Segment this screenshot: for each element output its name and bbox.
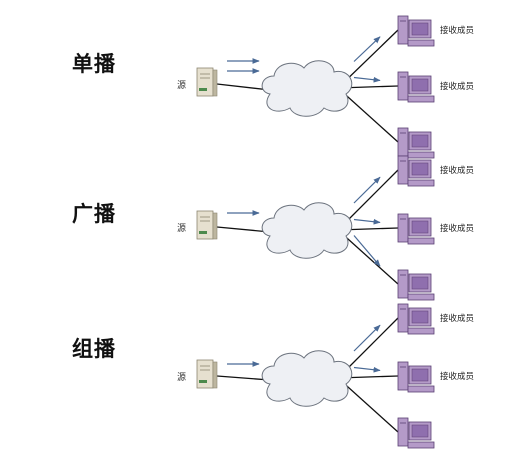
server-icon	[196, 210, 218, 240]
desktop-computer-icon	[397, 155, 435, 187]
source-link	[216, 83, 271, 91]
receiver-link	[337, 377, 399, 433]
receiver-label: 接收成员	[440, 82, 475, 92]
network-cloud-icon	[261, 350, 353, 407]
receiver-label: 接收成员	[440, 166, 475, 176]
source-label: 源	[177, 373, 187, 383]
flow-arrow-icon	[353, 76, 381, 83]
desktop-computer-icon	[397, 303, 435, 335]
receiver-label: 接收成员	[440, 26, 475, 36]
server-icon	[196, 67, 218, 97]
flow-arrow-icon	[353, 235, 381, 267]
mode-title: 广播	[72, 202, 116, 226]
desktop-computer-icon	[397, 361, 435, 393]
source-label: 源	[177, 81, 187, 91]
flow-arrow-icon	[353, 324, 381, 352]
server-icon	[196, 359, 218, 389]
source-label: 源	[177, 224, 187, 234]
network-cloud-icon	[261, 60, 353, 117]
flow-arrow-icon	[353, 36, 381, 62]
flow-arrow-icon	[353, 176, 381, 204]
desktop-computer-icon	[397, 417, 435, 449]
network-cloud-icon	[261, 202, 353, 259]
desktop-computer-icon	[397, 71, 435, 103]
desktop-computer-icon	[397, 127, 435, 159]
receiver-label: 接收成员	[440, 314, 475, 324]
flow-arrow-icon	[353, 218, 381, 225]
receiver-label: 接收成员	[440, 372, 475, 382]
desktop-computer-icon	[397, 213, 435, 245]
receiver-link	[337, 87, 399, 143]
mode-title: 组播	[72, 337, 116, 361]
desktop-computer-icon	[397, 269, 435, 301]
source-link	[216, 226, 271, 233]
receiver-link	[337, 229, 399, 285]
source-link	[216, 375, 271, 381]
flow-arrow-icon	[353, 366, 381, 373]
mode-title: 单播	[72, 52, 116, 76]
desktop-computer-icon	[397, 15, 435, 47]
receiver-label: 接收成员	[440, 224, 475, 234]
